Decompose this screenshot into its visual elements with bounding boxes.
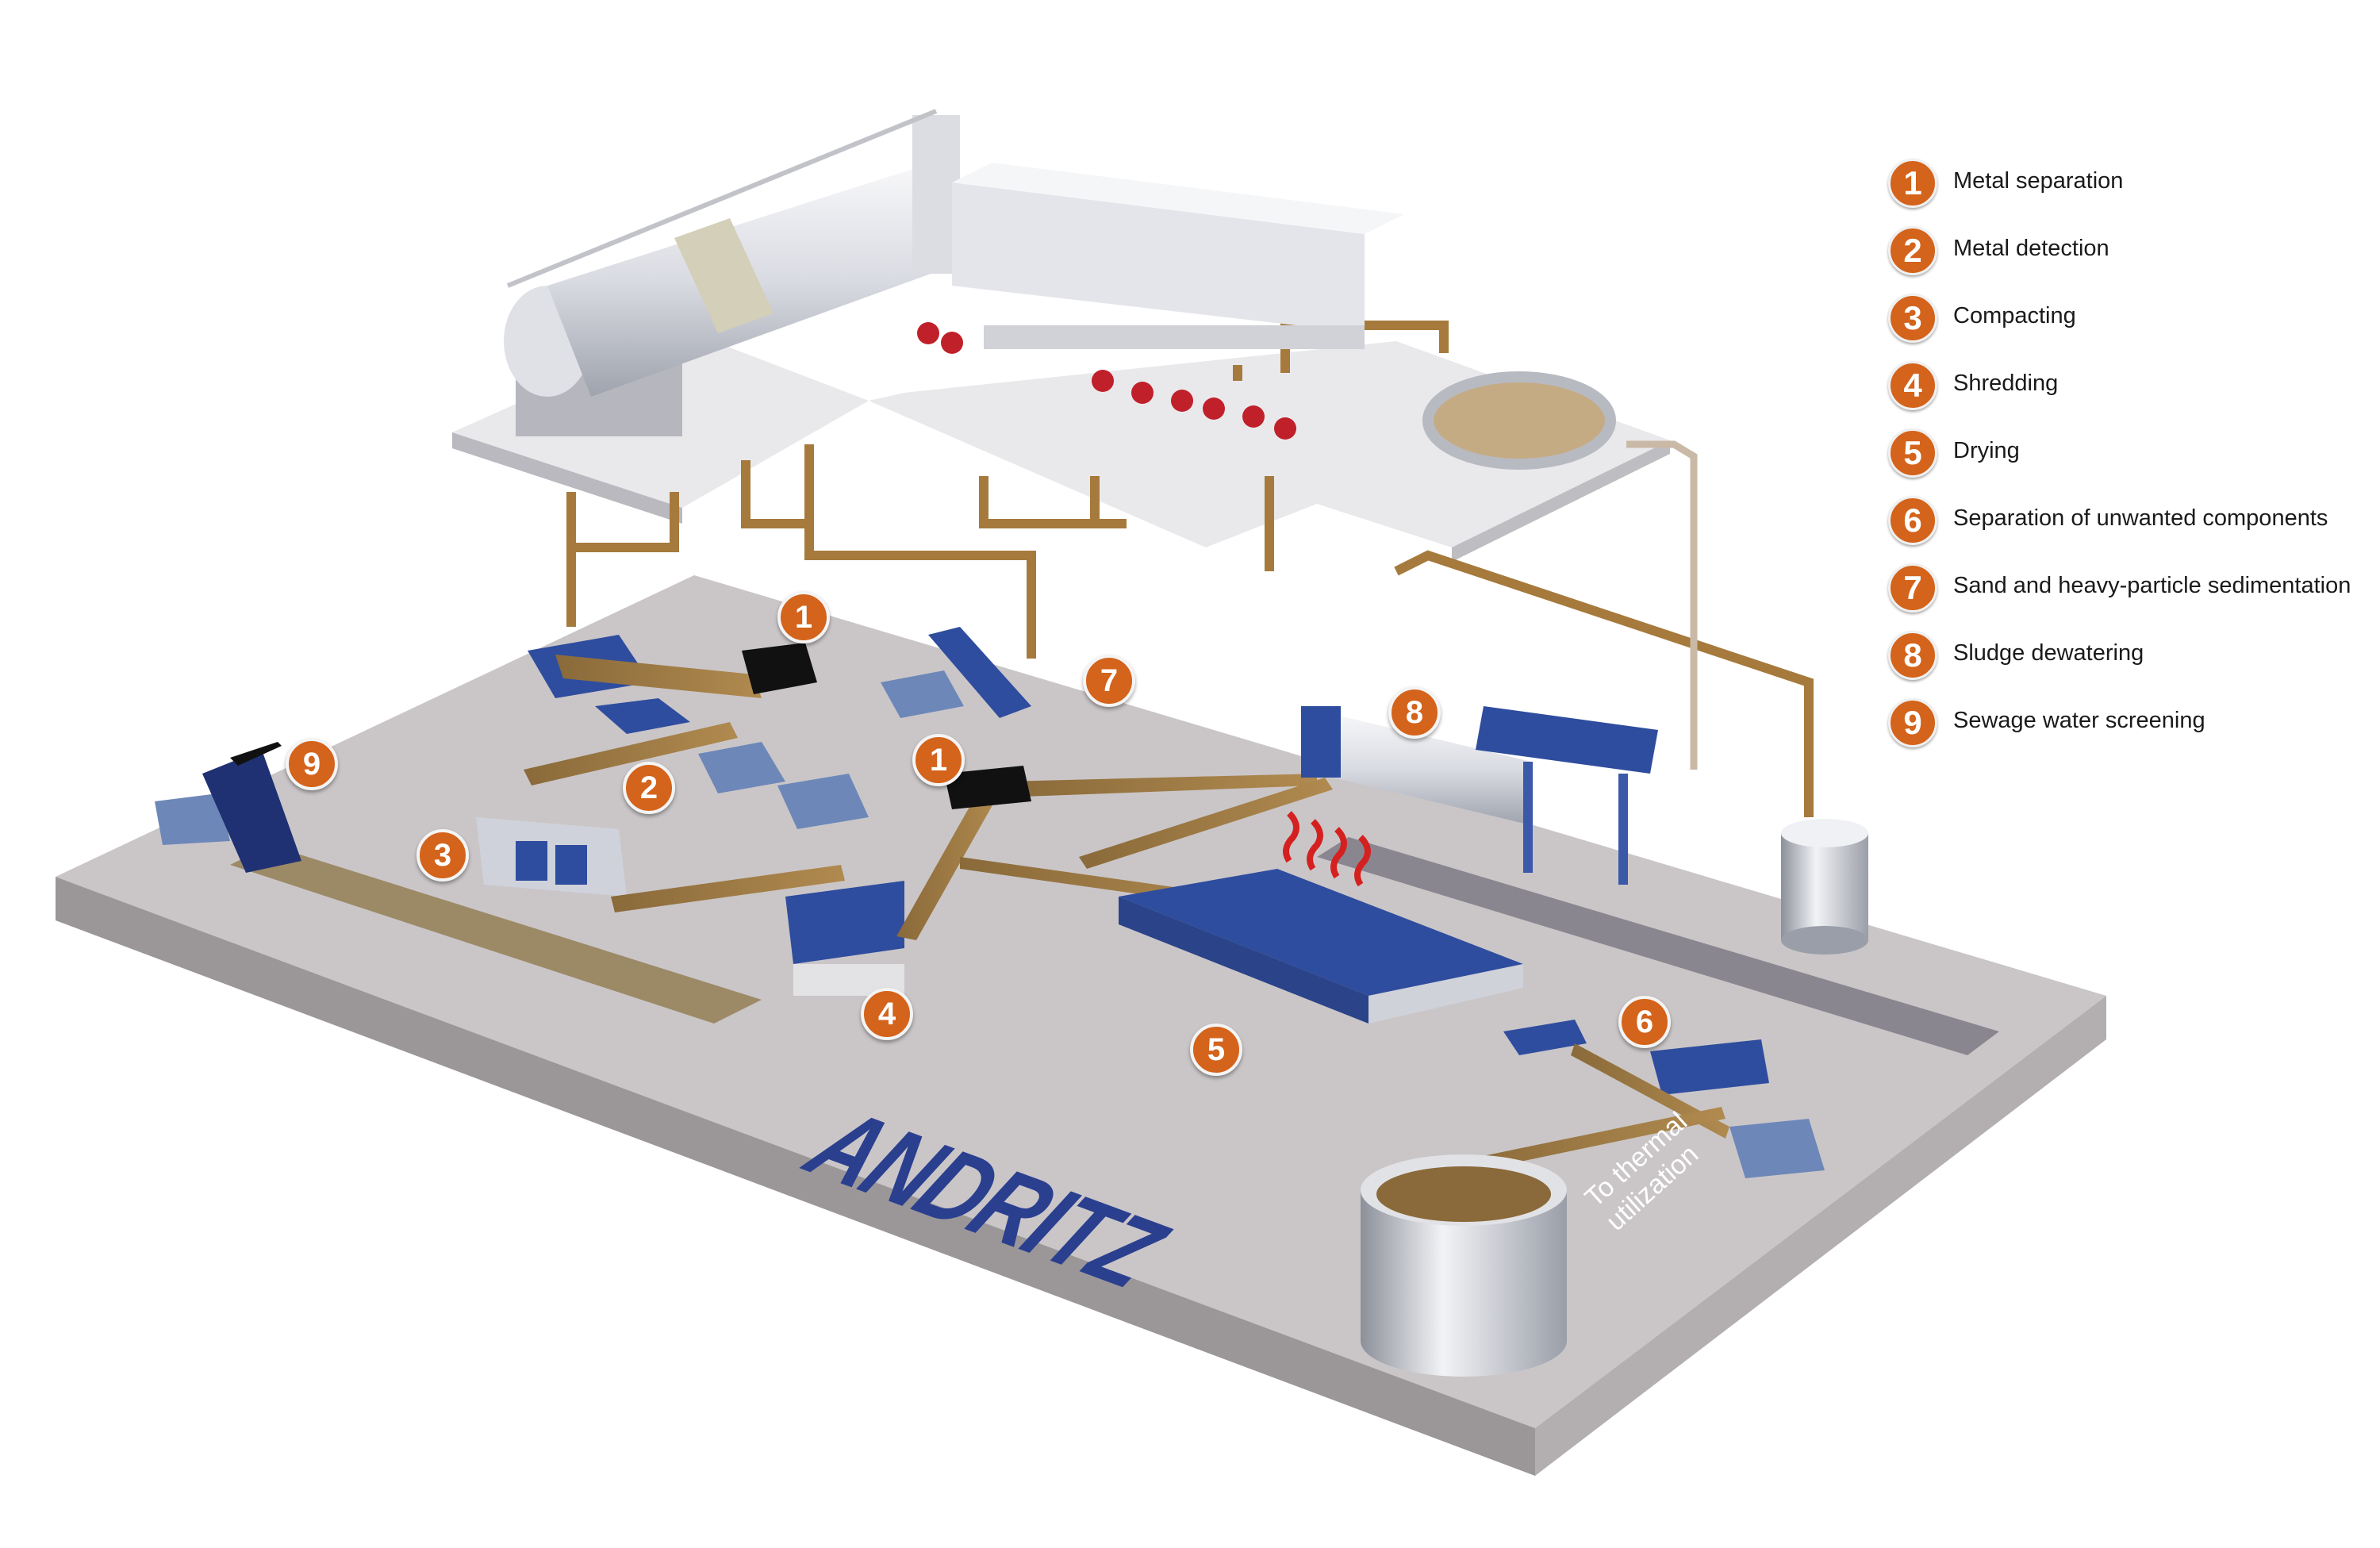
legend-label: Metal separation: [1953, 168, 2124, 194]
legend-badge: 5: [1888, 428, 1937, 478]
callout-2-metal-detection: 2: [623, 762, 675, 814]
shredder: [785, 881, 904, 996]
upper-platform-edge-2: [1452, 440, 1670, 562]
metal-separator-1: [528, 635, 817, 698]
legend-item-drying: 5 Drying: [1888, 428, 2364, 484]
metal-separator-2: [928, 627, 1031, 809]
legend-badge: 6: [1888, 496, 1937, 545]
separation-unit: [1452, 1020, 1769, 1174]
belt-dryer-units: [952, 163, 1404, 349]
legend-label: Sewage water screening: [1953, 708, 2205, 733]
red-motors: [917, 322, 1296, 440]
thermal-bin: [1361, 1154, 1567, 1377]
legend-badge: 9: [1888, 698, 1937, 747]
legend-badge: 8: [1888, 631, 1937, 680]
drum-rail: [506, 109, 938, 288]
legend-item-metal-detection: 2 Metal detection: [1888, 226, 2364, 282]
sewage-screen: [202, 742, 301, 873]
drum-ring: [674, 218, 774, 333]
legend-label: Shredding: [1953, 371, 2059, 396]
channel-right: [1317, 837, 1999, 1055]
legend-label: Sludge dewatering: [1953, 640, 2144, 666]
legend-label: Metal detection: [1953, 236, 2109, 261]
callout-1-metal-separation-a: 1: [777, 591, 830, 643]
compactor: [476, 817, 845, 912]
floor-slab-edge-right: [1535, 996, 2106, 1476]
dryer-unit: [1119, 811, 1523, 1024]
legend-badge: 2: [1888, 226, 1937, 275]
callout-5-drying: 5: [1190, 1024, 1242, 1076]
legend-item-sewage-screening: 9 Sewage water screening: [1888, 698, 2364, 754]
legend-item-sludge-dewatering: 8 Sludge dewatering: [1888, 631, 2364, 686]
metal-detector: [524, 698, 738, 786]
legend-label: Sand and heavy-particle sedimentation: [1953, 573, 2351, 598]
channel-left: [230, 845, 762, 1024]
return-pipe: [1626, 440, 1698, 770]
silo-tank: [1781, 819, 1868, 955]
callout-1-metal-separation-b: 1: [912, 734, 965, 786]
callout-7-sedimentation: 7: [1083, 655, 1135, 707]
dewatering-press: [1301, 706, 1658, 885]
callout-4-shredding: 4: [861, 988, 913, 1040]
floor-slab: [56, 575, 2106, 1428]
callout-9-sewage-screening: 9: [286, 738, 338, 790]
callout-6-separation: 6: [1618, 996, 1671, 1048]
containers: [155, 670, 1825, 1178]
legend-badge: 4: [1888, 361, 1937, 410]
legend-badge: 1: [1888, 159, 1937, 208]
legend-label: Separation of unwanted components: [1953, 505, 2328, 531]
legend-badge: 7: [1888, 563, 1937, 613]
legend-badge: 3: [1888, 294, 1937, 343]
legend-item-shredding: 4 Shredding: [1888, 361, 2364, 417]
legend-item-compacting: 3 Compacting: [1888, 294, 2364, 349]
callout-8-sludge-dewatering: 8: [1388, 686, 1441, 739]
upper-platform: [452, 329, 1670, 547]
legend-item-metal-separation: 1 Metal separation: [1888, 159, 2364, 214]
legend-label: Drying: [1953, 438, 2020, 463]
legend-label: Compacting: [1953, 303, 2076, 328]
clarifier-rim: [1422, 371, 1616, 470]
legend-item-sedimentation: 7 Sand and heavy-particle sedimentation: [1888, 563, 2364, 619]
clarifier: [1428, 377, 1610, 464]
legend-item-separation-unwanted: 6 Separation of unwanted components: [1888, 496, 2364, 551]
floor-slab-edge-left: [56, 877, 1535, 1476]
upper-platform-edge: [452, 432, 682, 524]
callout-3-compacting: 3: [416, 829, 469, 882]
